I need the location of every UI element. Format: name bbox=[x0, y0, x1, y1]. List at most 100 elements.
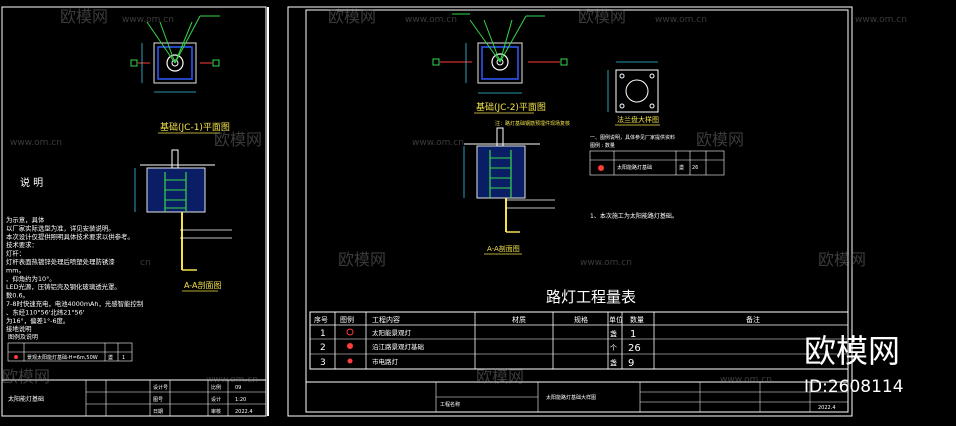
watermark-site: www.om.cn bbox=[412, 138, 464, 148]
svg-text:1: 1 bbox=[320, 329, 326, 339]
left-legend-qty: 1 bbox=[122, 355, 125, 361]
right-legend-name: 太阳能路灯基础 bbox=[617, 164, 652, 171]
left-section-view: A-A剖面图 bbox=[134, 149, 232, 292]
left-plan-title: 基础(JC-1)平面图 bbox=[160, 121, 230, 133]
watermark-brand: 欧模网 bbox=[696, 130, 744, 149]
note-line: 以厂家实际选型为准，详见安装说明。 bbox=[6, 223, 115, 232]
svg-text:2022.4: 2022.4 bbox=[235, 409, 253, 415]
note-line: 为示意，具体 bbox=[6, 215, 45, 224]
svg-text:日期: 日期 bbox=[153, 409, 163, 415]
table-row: 1 太阳能景观灯 盏 1 bbox=[320, 328, 636, 340]
left-legend-table: 景观太阳能灯基础-H=6m,50W 盏 1 bbox=[7, 342, 133, 362]
right-note: 1、本次施工为太阳能路灯基础。 bbox=[590, 212, 678, 220]
legend-lamp-icon bbox=[14, 355, 18, 359]
svg-text:26: 26 bbox=[628, 343, 641, 354]
table-row: 2 沿江路景观灯基础 个 26 bbox=[320, 342, 641, 354]
qt-header-unit: 单位 bbox=[609, 315, 623, 324]
right-legend-sub: 图例 : 数量 bbox=[590, 142, 615, 149]
notes-list: 为示意，具体以厂家实际选型为准，详见安装说明。本次设计仅提供照明具体技术要求以供… bbox=[6, 215, 143, 333]
note-line: 技术要求： bbox=[6, 240, 38, 249]
right-legend-qty: 26 bbox=[692, 165, 698, 171]
watermark-brand: 欧模网 bbox=[476, 367, 524, 386]
right-section-view: A-A剖面图 bbox=[463, 127, 555, 255]
right-sheet-inner-border bbox=[305, 9, 849, 413]
watermark-site: www.om.cn bbox=[580, 258, 632, 268]
right-plan-view: 基础(JC-2)平面图 注：路灯基础钢筋预埋件现场复核 bbox=[432, 13, 570, 127]
note-line: mm。 bbox=[6, 266, 25, 274]
watermark-id: ID:2608114 bbox=[804, 377, 904, 397]
watermark-site: www.om.cn bbox=[405, 15, 457, 25]
svg-text:1: 1 bbox=[630, 329, 636, 340]
watermark-site: www.om.cn bbox=[122, 15, 174, 25]
watermark-site: www.om.cn bbox=[720, 375, 772, 385]
svg-text:2: 2 bbox=[320, 343, 326, 353]
watermark-site: www.om.cn bbox=[655, 15, 707, 25]
watermark-brand: 欧模网 bbox=[60, 7, 108, 26]
right-legend: 一、图例说明，具体参见厂家提供资料 图例 : 数量 太阳能路灯基础 盏 26 1… bbox=[589, 134, 725, 220]
right-plan-title: 基础(JC-2)平面图 bbox=[476, 101, 546, 113]
quantity-table-title: 路灯工程量表 bbox=[546, 288, 636, 306]
right-tb-project: 工程名称 bbox=[440, 401, 460, 408]
watermarks: 欧模网 www.om.cn 欧模网 www.om.cn 欧模网 www.om.c… bbox=[2, 7, 907, 397]
left-section-title: A-A剖面图 bbox=[184, 280, 221, 290]
right-legend-unit: 盏 bbox=[679, 164, 684, 171]
right-tb-drawing: 太阳能路灯基础大样图 bbox=[546, 394, 596, 401]
svg-text:09: 09 bbox=[235, 385, 241, 391]
svg-text:图号: 图号 bbox=[153, 397, 163, 403]
right-plan-note: 注：路灯基础钢筋预埋件现场复核 bbox=[495, 120, 570, 127]
svg-text:9: 9 bbox=[628, 358, 634, 369]
qt-header-qty: 数量 bbox=[630, 315, 644, 324]
svg-text:盏: 盏 bbox=[610, 358, 617, 367]
quantity-table: 路灯工程量表 序号 图例 工程内容 材质 规格 单位 数量 备注 1 太阳能景观… bbox=[309, 288, 849, 370]
watermark-brand: 欧模网 bbox=[578, 7, 626, 26]
left-title-block: 设计号 图号 日期 比例 设计 审核 09 1:20 2022.4 太阳能灯基础 bbox=[1, 379, 267, 417]
watermark-short: cn bbox=[140, 258, 151, 268]
note-line: 接地说明 bbox=[6, 324, 32, 333]
right-sheet-outer-border bbox=[287, 6, 853, 417]
note-line: 、东经110°56'北纬21°56' bbox=[6, 307, 85, 316]
svg-text:审核: 审核 bbox=[211, 408, 221, 415]
flange-detail: 法兰盘大样图 bbox=[607, 61, 660, 126]
note-line: 、仰角约为10°。 bbox=[6, 274, 56, 283]
right-title-block: 工程名称 太阳能路灯基础大样图 2022.4 bbox=[305, 381, 849, 413]
flange-title: 法兰盘大样图 bbox=[617, 115, 659, 124]
svg-text:3: 3 bbox=[320, 358, 326, 368]
right-section-title: A-A剖面图 bbox=[487, 244, 520, 253]
notes-heading: 说 明 bbox=[20, 176, 43, 189]
legend-base-icon bbox=[598, 165, 604, 171]
watermark-site: www.om.cn bbox=[206, 375, 258, 385]
left-drawing-name: 太阳能灯基础 bbox=[8, 395, 44, 403]
right-tb-date: 2022.4 bbox=[818, 405, 836, 411]
watermark-site: www.om.cn bbox=[855, 15, 907, 25]
svg-text:市电路灯: 市电路灯 bbox=[372, 357, 399, 366]
solar-lamp-icon bbox=[346, 328, 354, 336]
right-legend-heading: 一、图例说明，具体参见厂家提供资料 bbox=[590, 134, 675, 141]
qt-header-no: 序号 bbox=[314, 315, 328, 324]
qt-header-content: 工程内容 bbox=[372, 315, 400, 324]
left-plan-view: 基础(JC-1)平面图 bbox=[130, 15, 230, 134]
qt-header-legend: 图例 bbox=[340, 315, 354, 324]
note-line: 数0.6。 bbox=[6, 291, 29, 300]
svg-text:沿江路景观灯基础: 沿江路景观灯基础 bbox=[372, 342, 425, 351]
svg-text:个: 个 bbox=[610, 344, 617, 352]
note-line: 灯杆： bbox=[6, 249, 25, 258]
watermark-brand: 欧模网 bbox=[818, 250, 866, 269]
svg-text:比例: 比例 bbox=[211, 384, 221, 391]
svg-text:盏: 盏 bbox=[610, 329, 617, 338]
note-line: 为16°，偏差1°-6度。 bbox=[6, 316, 69, 325]
note-line: 7-8时快速充电，电池4000mAh，光感智能控制 bbox=[6, 299, 143, 308]
watermark-brand: 欧模网 bbox=[2, 367, 50, 386]
note-line: 灯杆表面热镀锌处理后喷塑处理防锈漆 bbox=[6, 257, 115, 266]
qt-header-remarks: 备注 bbox=[746, 315, 760, 324]
watermark-big-brand: 欧模网 bbox=[804, 332, 900, 370]
svg-text:太阳能景观灯: 太阳能景观灯 bbox=[372, 328, 412, 337]
left-sheet-edge bbox=[267, 7, 269, 416]
watermark-brand: 欧模网 bbox=[214, 130, 262, 149]
note-line: 本次设计仅提供照明具体技术要求以供参考。 bbox=[6, 232, 134, 241]
note-line: LED光源，压铸铝壳及钢化玻璃透光罩。 bbox=[6, 282, 121, 291]
qt-header-spec: 规格 bbox=[574, 315, 588, 324]
sheet-frames bbox=[1, 6, 853, 417]
svg-text:1:20: 1:20 bbox=[235, 397, 246, 403]
street-lamp-icon bbox=[347, 358, 353, 364]
